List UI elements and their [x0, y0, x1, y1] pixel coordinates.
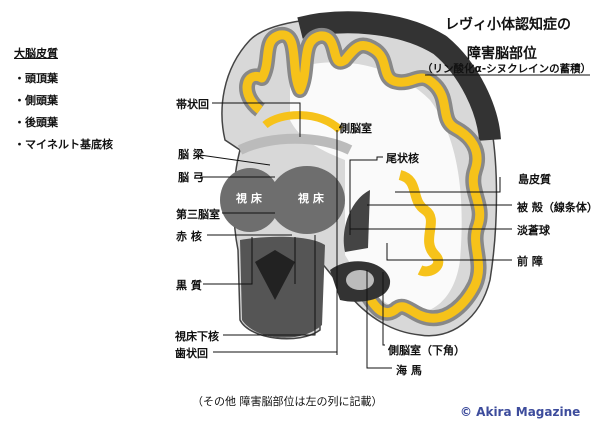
label-caudate: 尾状核: [386, 152, 419, 165]
label-insula: 島皮質: [518, 173, 551, 186]
title-subtitle: （リン酸化α-シヌクレインの蓄積）: [422, 63, 592, 75]
title-line1: レヴィ小体認知症の: [445, 17, 571, 33]
footer-note: （その他 障害脳部位は左の列に記載）: [192, 395, 383, 408]
thalamus: [220, 168, 280, 232]
left-list-item: ・頭頂葉: [14, 72, 58, 85]
putamen: [343, 190, 370, 252]
label-cingulate: 帯状回: [176, 98, 209, 111]
left-list-item: ・側頭葉: [14, 94, 58, 107]
label-dentate-gyrus: 歯状回: [175, 347, 208, 360]
label-putamen: 被 殻（線条体）: [517, 201, 598, 214]
label-lateral-ventricle: 側脳室: [339, 122, 372, 135]
title-line2: 障害脳部位: [467, 46, 537, 62]
label-corpus-callosum: 脳 梁: [178, 148, 204, 161]
leader-lines: [199, 102, 512, 369]
label-substantia-nigra: 黒 質: [176, 279, 202, 292]
label-claustrum: 前 障: [517, 255, 543, 268]
left-list-heading: 大脳皮質: [14, 47, 58, 60]
label-red-nucleus: 赤 核: [176, 230, 202, 243]
label-thalamus-right: 視 床: [298, 192, 324, 205]
left-list-item: ・マイネルト基底核: [14, 138, 113, 151]
label-subthalamic: 視床下核: [175, 330, 219, 343]
label-fornix: 脳 弓: [178, 171, 204, 184]
label-inferior-horn: 側脳室（下角）: [388, 344, 465, 357]
left-list-item: ・後頭葉: [14, 116, 58, 129]
brainstem: [240, 236, 325, 338]
copyright: © Akira Magazine: [460, 405, 581, 419]
label-third-ventricle: 第三脳室: [176, 208, 220, 221]
label-thalamus-left: 視 床: [236, 192, 262, 205]
label-globus-pallidus: 淡蒼球: [517, 224, 550, 237]
label-hippocampus: 海 馬: [396, 364, 422, 377]
